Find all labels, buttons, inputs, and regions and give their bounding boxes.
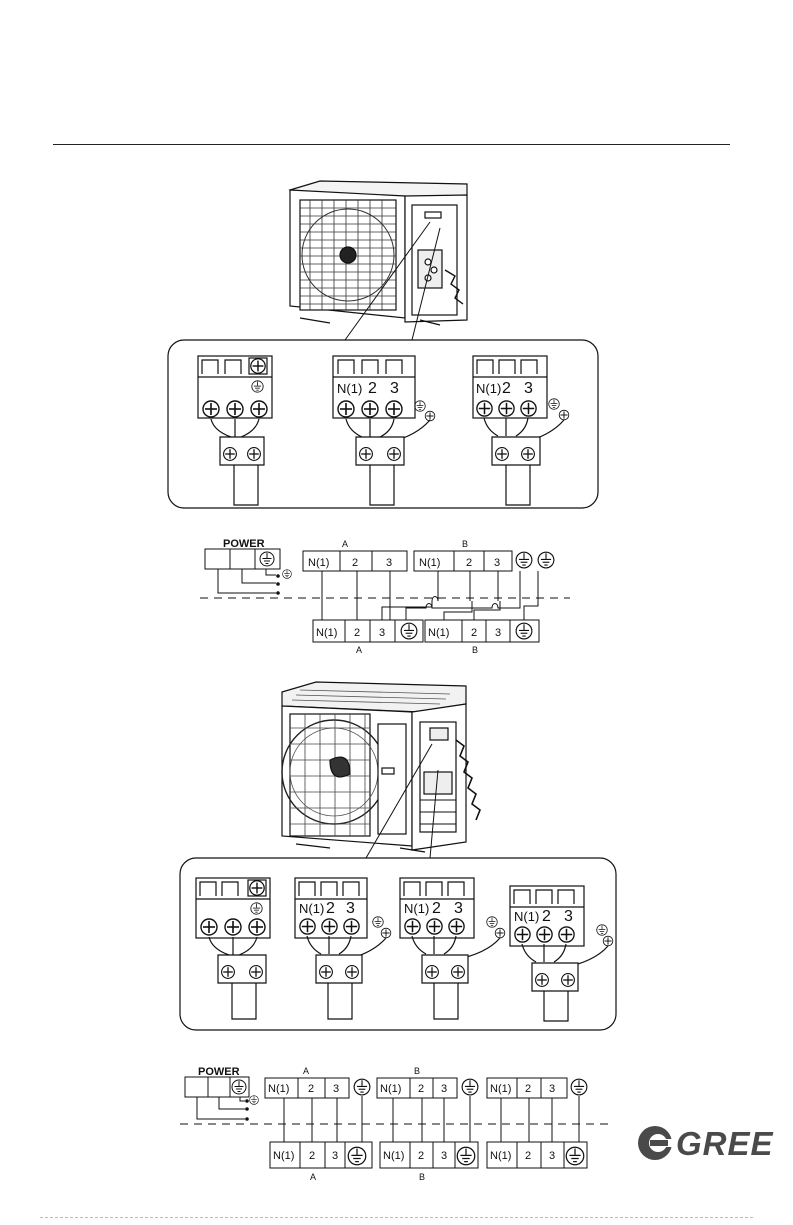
term-label: 3 — [454, 900, 463, 917]
top-a-cell: 3 — [386, 557, 392, 569]
term-label: N(1) — [476, 381, 501, 396]
outdoor-unit-illustration-1 — [290, 181, 467, 340]
term-label: 3 — [390, 380, 399, 397]
term-label: 3 — [346, 900, 355, 917]
top-b-cell: 3 — [494, 557, 500, 569]
unit-a-label: A — [342, 539, 348, 549]
term-label: 2 — [502, 380, 511, 397]
bottom-a-label: A — [310, 1172, 316, 1182]
top-a-cell: N(1) — [308, 557, 329, 569]
bottom-a-cell: 3 — [379, 627, 385, 639]
brand-logo-text: GREE — [676, 1126, 774, 1162]
term-label: 3 — [524, 380, 533, 397]
term-label: N(1) — [337, 381, 362, 396]
top-a-cell: N(1) — [268, 1083, 289, 1095]
bottom-c-cell: 3 — [549, 1150, 555, 1162]
top-a-cell: 2 — [352, 557, 358, 569]
bottom-a-cell: N(1) — [273, 1150, 294, 1162]
bottom-b-label: B — [419, 1172, 425, 1182]
power-label: POWER — [223, 538, 265, 550]
power-label: POWER — [198, 1066, 240, 1078]
top-b-cell: 2 — [418, 1083, 424, 1095]
bottom-b-cell: N(1) — [428, 627, 449, 639]
bottom-b-cell: 3 — [495, 627, 501, 639]
terminal-block-2d — [510, 886, 613, 1021]
terminal-block-1a — [198, 356, 272, 505]
term-label: 3 — [564, 908, 573, 925]
terminal-block-1c — [473, 356, 569, 505]
terminal-block-2c — [400, 878, 505, 1019]
terminal-block-2b — [295, 878, 391, 1019]
bottom-a-cell: 2 — [354, 627, 360, 639]
term-label: 2 — [542, 908, 551, 925]
term-label: N(1) — [404, 901, 429, 916]
term-label: 2 — [326, 900, 335, 917]
bottom-a-cell: 2 — [309, 1150, 315, 1162]
top-b-cell: N(1) — [419, 557, 440, 569]
term-label: 2 — [368, 380, 377, 397]
term-label: 2 — [432, 900, 441, 917]
gree-logo-icon — [638, 1126, 673, 1160]
top-b-cell: 2 — [466, 557, 472, 569]
top-c-cell: 2 — [525, 1083, 531, 1095]
outdoor-unit-illustration-2 — [282, 682, 480, 858]
term-label: N(1) — [514, 909, 539, 924]
unit-a-label: A — [303, 1066, 309, 1076]
term-label: N(1) — [299, 901, 324, 916]
bottom-c-cell: 2 — [525, 1150, 531, 1162]
bottom-b-cell: 2 — [471, 627, 477, 639]
unit-b-label: B — [414, 1066, 420, 1076]
top-a-cell: 2 — [308, 1083, 314, 1095]
top-b-cell: 3 — [441, 1083, 447, 1095]
terminal-block-2a — [196, 878, 270, 1019]
bottom-b-label: B — [472, 645, 478, 655]
bottom-b-cell: 2 — [418, 1150, 424, 1162]
bottom-a-cell: N(1) — [316, 627, 337, 639]
bottom-c-cell: N(1) — [490, 1150, 511, 1162]
bottom-a-cell: 3 — [332, 1150, 338, 1162]
top-c-cell: N(1) — [490, 1083, 511, 1095]
unit-b-label: B — [462, 539, 468, 549]
bottom-a-label: A — [356, 645, 362, 655]
top-a-cell: 3 — [333, 1083, 339, 1095]
terminal-block-1b — [333, 356, 435, 505]
bottom-b-cell: N(1) — [383, 1150, 404, 1162]
footer-rule — [40, 1217, 753, 1218]
top-c-cell: 3 — [549, 1083, 555, 1095]
bottom-b-cell: 3 — [441, 1150, 447, 1162]
top-b-cell: N(1) — [380, 1083, 401, 1095]
